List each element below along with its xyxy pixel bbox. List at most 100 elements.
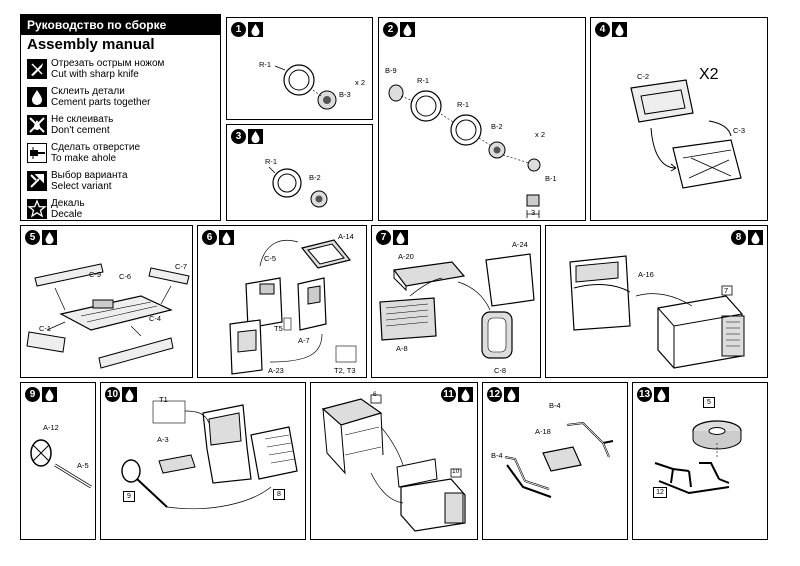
glue-drop-icon [122,387,137,402]
dimension-label: 3 [531,208,536,217]
legend-header: Руководство по сборке [21,15,220,35]
part-label: A-16 [638,270,654,279]
step-3-drawing [268,166,328,208]
step-10-drawing [121,400,298,510]
step-reference-box: 5 [703,397,715,408]
part-label: C-6 [119,272,132,281]
step-number: 2 [383,22,398,37]
step-reference-box: 7 [724,286,729,295]
part-label: B-2 [491,122,503,131]
step-reference-box: 12 [653,487,667,498]
part-label: B-2 [309,173,321,182]
part-label: A-18 [535,427,551,436]
step-2-drawing [388,84,541,218]
glue-drop-icon [400,22,415,37]
step-12-panel: 12 B-4 A-18 B-4 [482,382,628,540]
step-5-header: 5 [25,230,57,245]
step-7-header: 7 [376,230,408,245]
glue-drop-icon [748,230,763,245]
part-label: C-9 [89,270,102,279]
part-label: B-4 [549,401,561,410]
step-2-header: 2 [383,22,415,37]
step-1-drawing [274,64,337,110]
step-12-drawing [504,421,614,498]
step-number: 5 [25,230,40,245]
part-label: C-7 [175,262,188,271]
part-label: C-3 [733,126,746,135]
decal-star-icon [27,199,47,219]
glue-drop-icon [612,22,627,37]
quantity-label: x 2 [355,78,366,87]
step-8-header: 8 [731,230,763,245]
step-9-panel: 9 A-12 A-5 [20,382,96,540]
step-reference-box: 10 [452,468,460,475]
part-label: R-1 [457,100,470,109]
quantity-label: X2 [699,66,719,83]
knife-icon [27,59,47,79]
part-label: C-4 [149,314,162,323]
part-label: R-1 [417,76,430,85]
step-number: 13 [637,387,652,402]
legend-title: Assembly manual [27,36,155,53]
step-6-header: 6 [202,230,234,245]
glue-drop-icon [393,230,408,245]
part-label: C-1 [39,324,52,333]
step-2-panel: 2 B-9 R-1 R-1 B-2 B-1 x 2 3 [378,17,586,221]
glue-drop-icon [504,387,519,402]
step-10-panel: 10 T1 A-3 9 8 [100,382,306,540]
part-label: A-5 [77,461,89,470]
part-label: C-5 [264,254,277,263]
part-label: R-1 [259,60,272,69]
part-label: A-8 [396,344,408,353]
select-variant-icon [27,171,47,191]
step-number: 11 [441,387,456,402]
step-1-panel: 1 R-1 B-3 x 2 [226,17,373,120]
step-number: 3 [231,129,246,144]
drill-icon [27,143,47,163]
part-label: A-24 [512,240,528,249]
step-reference-box: 8 [273,489,285,500]
part-label: A-14 [338,232,354,241]
part-label: A-7 [298,336,310,345]
step-1-header: 1 [231,22,263,37]
part-label: A-23 [268,366,284,375]
part-label: B-4 [491,451,503,460]
step-10-header: 10 [105,387,137,402]
step-13-drawing [654,420,742,495]
part-label: B-3 [339,90,351,99]
part-label: A-3 [157,435,169,444]
step-11-panel: 11 6 10 [310,382,478,540]
step-number: 9 [25,387,40,402]
part-label: R-1 [265,157,278,166]
part-label: A-12 [43,423,59,432]
glue-drop-icon [654,387,669,402]
step-reference-box: 6 [373,391,377,398]
step-number: 8 [731,230,746,245]
step-13-header: 13 [637,387,669,402]
step-6-drawing [229,239,357,375]
step-number: 10 [105,387,120,402]
step-6-panel: 6 A-14 C-5 T5 A-7 A-23 T2, T3 [197,225,367,378]
part-label: T5 [274,324,283,333]
part-label: C-8 [494,366,507,375]
part-label: B-1 [545,174,557,183]
part-label: B-9 [385,66,397,75]
part-label: T1 [159,395,168,404]
part-label: C-2 [637,72,650,81]
step-9-header: 9 [25,387,57,402]
no-glue-icon [27,115,47,135]
step-11-header: 11 [441,387,473,402]
step-8-drawing [569,255,745,369]
glue-drop-icon [458,387,473,402]
glue-drop-icon [27,87,47,107]
part-label: T2, T3 [334,366,356,375]
glue-drop-icon [42,387,57,402]
step-4-drawing [630,79,742,189]
step-number: 1 [231,22,246,37]
step-reference-box: 9 [123,491,135,502]
